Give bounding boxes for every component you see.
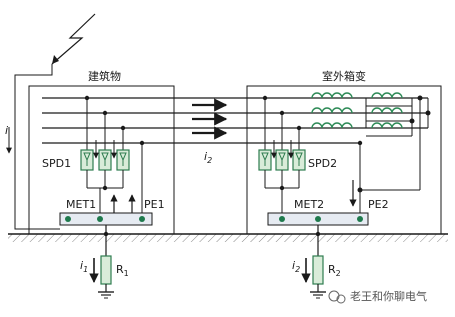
power-conductors bbox=[42, 97, 428, 144]
ground-electrode-1 bbox=[89, 225, 114, 299]
r2-resistor bbox=[312, 255, 324, 285]
building-outline bbox=[28, 85, 175, 235]
r1-label: R1 bbox=[116, 263, 129, 278]
met2-terminal bbox=[357, 216, 363, 222]
met1-terminal bbox=[139, 216, 145, 222]
met1-terminal bbox=[65, 216, 71, 222]
met1-bar bbox=[59, 212, 153, 226]
spd2-group bbox=[258, 95, 363, 213]
met2-label: MET2 bbox=[294, 198, 324, 211]
met2-terminal bbox=[279, 216, 285, 222]
current-label-i1: i1 bbox=[80, 259, 88, 274]
current-label-i2: i2 bbox=[292, 259, 300, 274]
met2-terminal bbox=[315, 216, 321, 222]
wechat-icon bbox=[328, 290, 340, 302]
lightning-bolt-icon bbox=[51, 13, 96, 65]
pe1-label: PE1 bbox=[144, 198, 165, 211]
spd1-group bbox=[80, 95, 145, 215]
transformer-wiring bbox=[357, 95, 431, 193]
met1-terminal bbox=[97, 216, 103, 222]
r2-label: R2 bbox=[328, 263, 341, 278]
lightning-down-conductor bbox=[14, 64, 60, 230]
watermark-text: 老王和你聊电气 bbox=[350, 289, 427, 303]
current-label-i2-mid: i2 bbox=[204, 150, 212, 165]
transformer-primary-coils bbox=[311, 92, 353, 129]
spd1-label: SPD1 bbox=[42, 157, 71, 170]
r1-resistor bbox=[100, 255, 112, 285]
building-label: 建筑物 bbox=[88, 69, 121, 83]
ground-hatching bbox=[8, 234, 448, 242]
current-label-i: i bbox=[5, 124, 8, 137]
substation-label: 室外箱变 bbox=[322, 69, 366, 83]
substation-outline bbox=[246, 85, 442, 235]
transformer-secondary-coils bbox=[371, 92, 403, 129]
watermark: 老王和你聊电气 bbox=[328, 289, 427, 304]
lightning-arrowhead-icon bbox=[52, 55, 59, 64]
pe2-label: PE2 bbox=[368, 198, 389, 211]
ground-electrode-2 bbox=[301, 225, 326, 299]
met1-label: MET1 bbox=[66, 198, 96, 211]
spd2-label: SPD2 bbox=[308, 157, 337, 170]
flow-arrows bbox=[192, 98, 228, 140]
